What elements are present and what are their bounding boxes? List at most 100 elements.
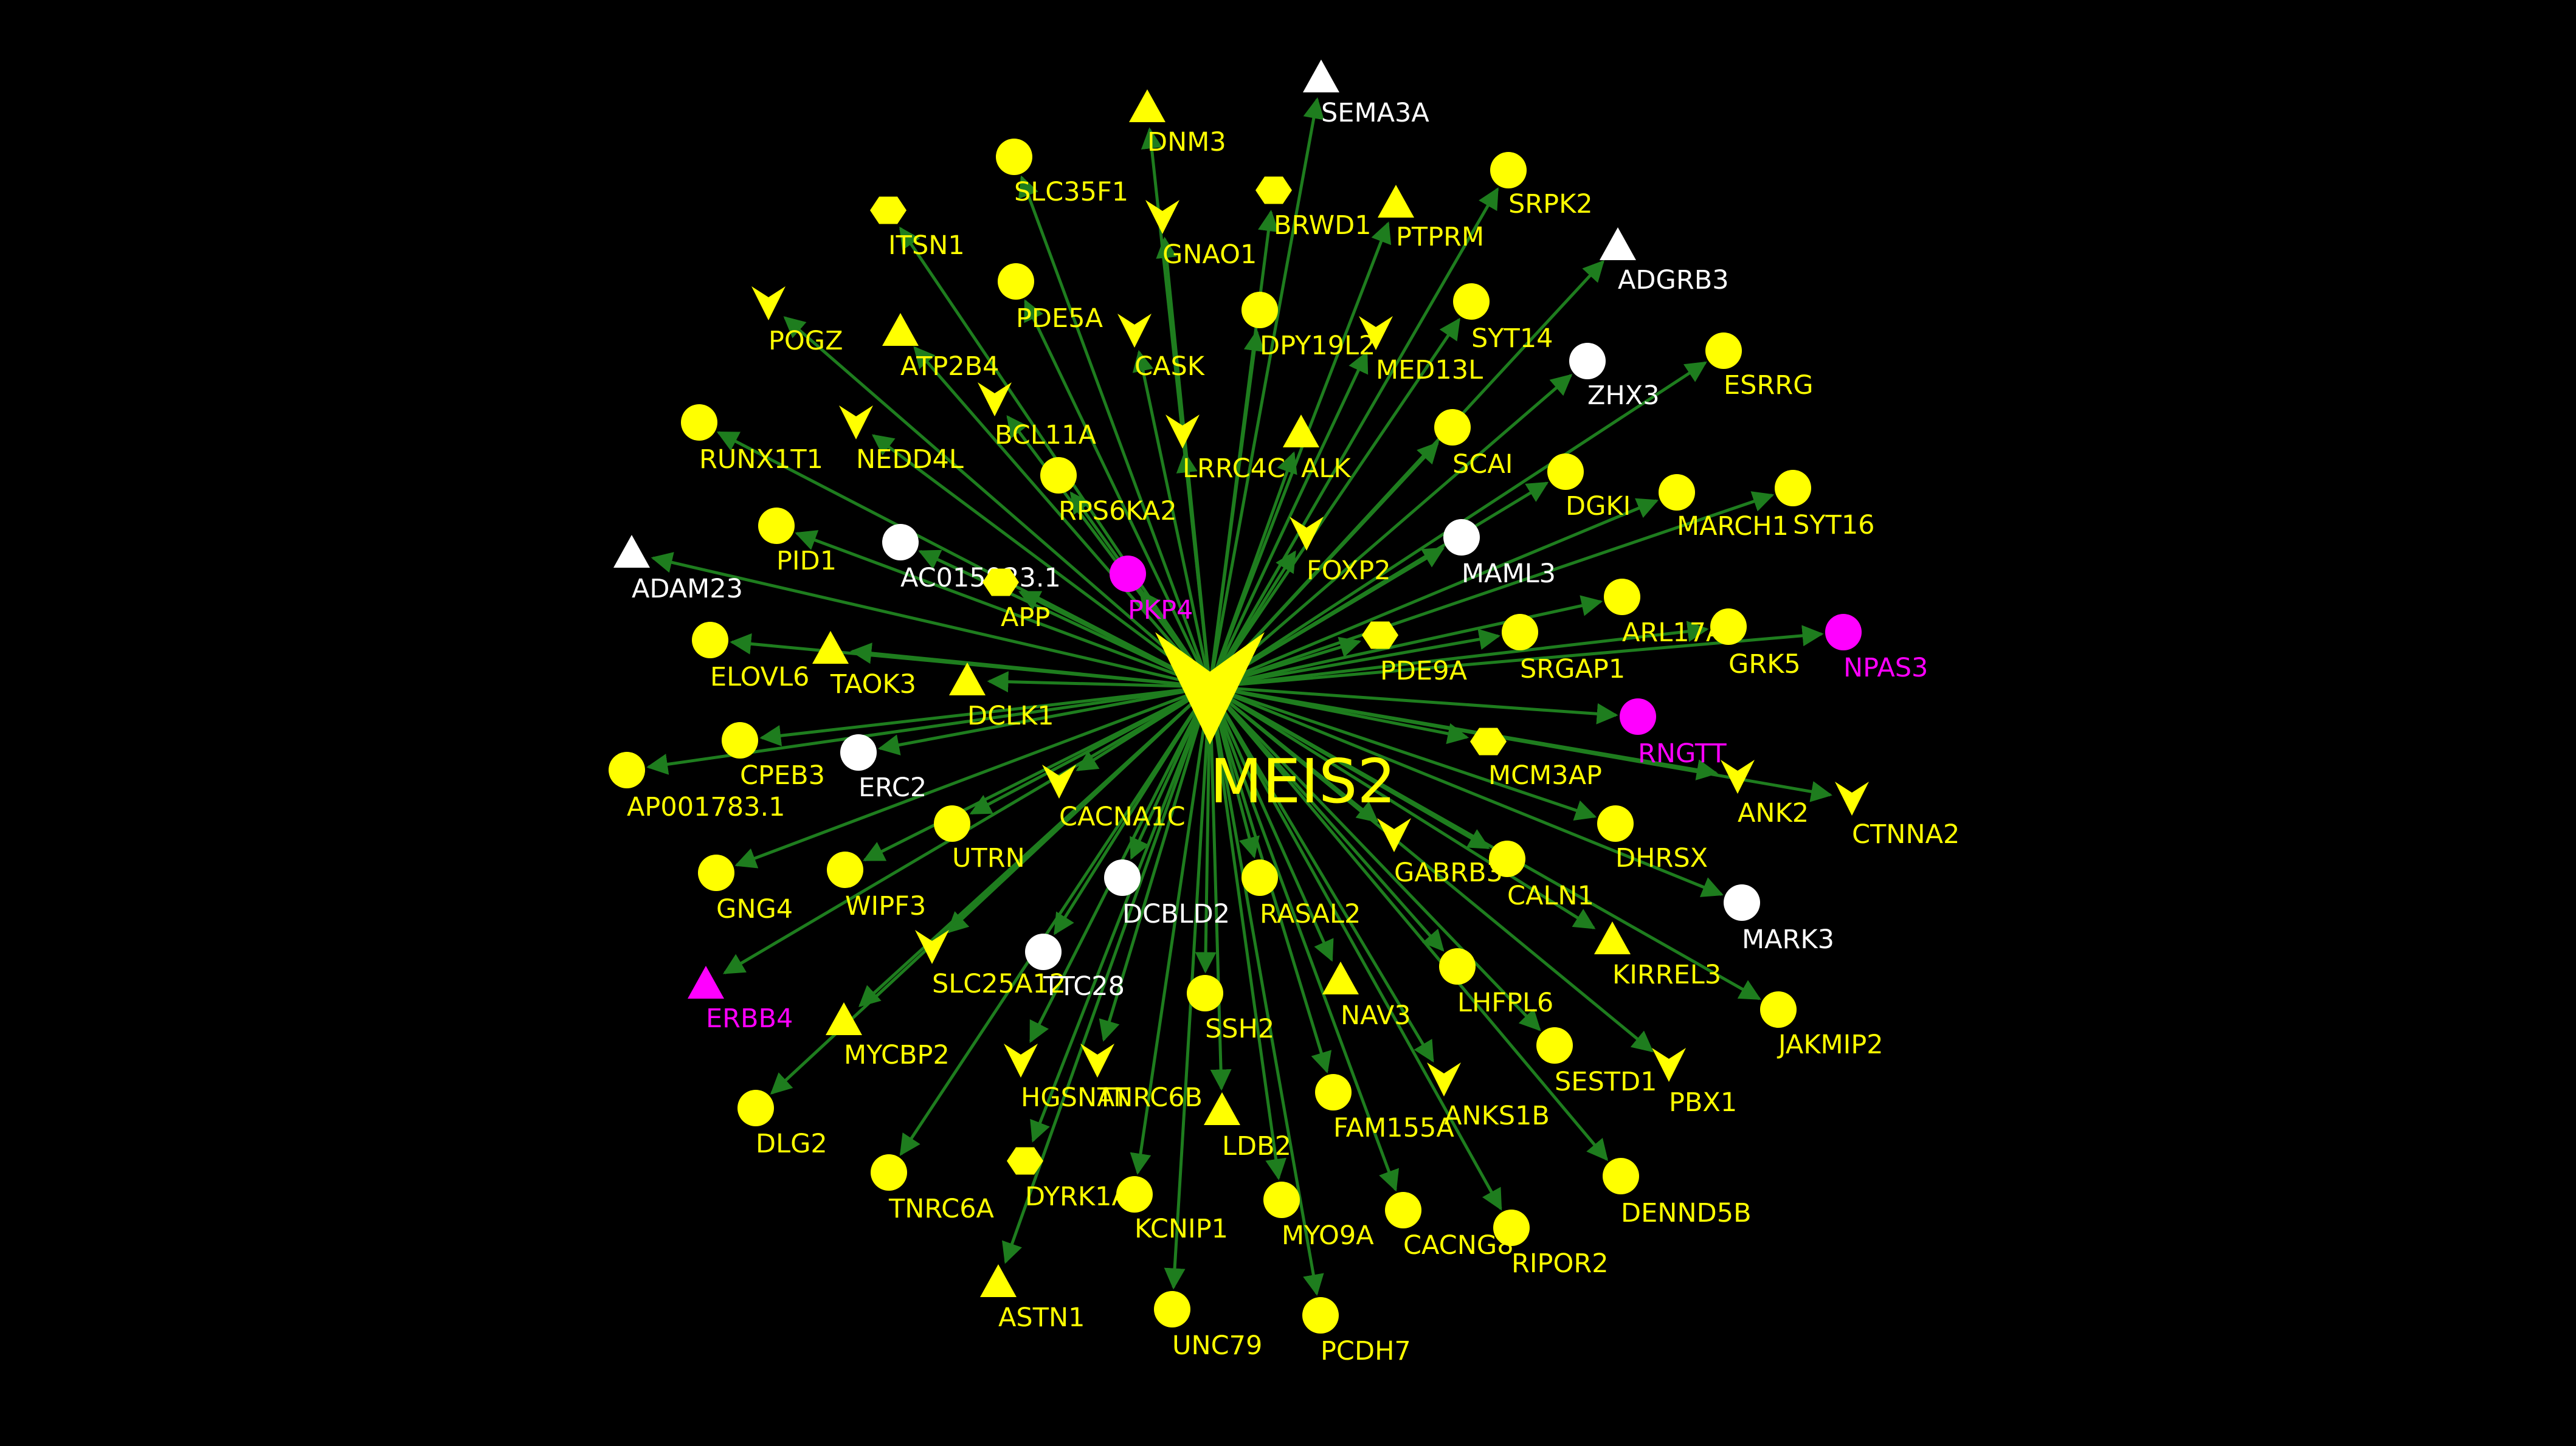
v-icon bbox=[1004, 1044, 1038, 1078]
node-grk5[interactable]: GRK5 bbox=[1710, 608, 1801, 680]
node-lhfpl6[interactable]: LHFPL6 bbox=[1439, 948, 1553, 1018]
node-adam23[interactable]: ADAM23 bbox=[613, 535, 743, 604]
triangle-icon bbox=[1594, 921, 1631, 954]
node-ssh2[interactable]: SSH2 bbox=[1187, 975, 1274, 1044]
node-dclk1[interactable]: DCLK1 bbox=[949, 663, 1054, 731]
hub-node[interactable]: MEIS2 bbox=[1155, 632, 1396, 817]
node-pde5a[interactable]: PDE5A bbox=[998, 263, 1103, 334]
node-dcbld2[interactable]: DCBLD2 bbox=[1104, 859, 1230, 929]
node-hgsnat[interactable]: HGSNAT bbox=[1004, 1044, 1129, 1113]
node-ptprm[interactable]: PTPRM bbox=[1378, 185, 1484, 252]
node-mark3[interactable]: MARK3 bbox=[1724, 884, 1834, 955]
node-rngtt[interactable]: RNGTT bbox=[1620, 698, 1727, 769]
node-kirrel3[interactable]: KIRREL3 bbox=[1594, 921, 1721, 990]
node-ank2[interactable]: ANK2 bbox=[1721, 760, 1809, 828]
node-pbx1[interactable]: PBX1 bbox=[1652, 1048, 1737, 1118]
node-bcl11a[interactable]: BCL11A bbox=[978, 382, 1096, 450]
node-med13l[interactable]: MED13L bbox=[1359, 316, 1483, 385]
node-cpeb3[interactable]: CPEB3 bbox=[722, 722, 825, 791]
node-npas3[interactable]: NPAS3 bbox=[1825, 614, 1928, 683]
node-taok3[interactable]: TAOK3 bbox=[812, 631, 916, 700]
node-dpy19l2[interactable]: DPY19L2 bbox=[1241, 292, 1375, 361]
node-pogz[interactable]: POGZ bbox=[751, 286, 843, 356]
node-srgap1[interactable]: SRGAP1 bbox=[1502, 614, 1625, 684]
node-app[interactable]: APP bbox=[982, 568, 1050, 633]
node-pde9a[interactable]: PDE9A bbox=[1362, 621, 1468, 687]
node-alk[interactable]: ALK bbox=[1283, 415, 1352, 484]
node-rps6ka2[interactable]: RPS6KA2 bbox=[1040, 457, 1177, 526]
node-mcm3ap[interactable]: MCM3AP bbox=[1470, 728, 1602, 791]
node-zhx3[interactable]: ZHX3 bbox=[1569, 343, 1660, 411]
node-gabrb3[interactable]: GABRB3 bbox=[1377, 818, 1503, 888]
node-label: DGKI bbox=[1566, 491, 1631, 522]
edge-mark3 bbox=[1209, 685, 1724, 897]
node-sestd1[interactable]: SESTD1 bbox=[1536, 1027, 1657, 1097]
node-cask[interactable]: CASK bbox=[1117, 314, 1206, 382]
node-erbb4[interactable]: ERBB4 bbox=[688, 966, 793, 1034]
circle-icon bbox=[1040, 457, 1077, 494]
node-lrrc4c[interactable]: LRRC4C bbox=[1165, 415, 1285, 484]
node-utrn[interactable]: UTRN bbox=[934, 805, 1025, 873]
node-adgrb3[interactable]: ADGRB3 bbox=[1600, 227, 1729, 295]
node-dyrk1a[interactable]: DYRK1A bbox=[1007, 1147, 1130, 1213]
node-label: SYT16 bbox=[1793, 510, 1875, 540]
node-wipf3[interactable]: WIPF3 bbox=[827, 852, 926, 921]
node-scai[interactable]: SCAI bbox=[1434, 409, 1513, 480]
node-cacna1c[interactable]: CACNA1C bbox=[1042, 765, 1186, 832]
node-caln1[interactable]: CALN1 bbox=[1489, 841, 1594, 911]
node-atp2b4[interactable]: ATP2B4 bbox=[882, 313, 1000, 382]
node-ap001783-1[interactable]: AP001783.1 bbox=[609, 752, 786, 822]
node-jakmip2[interactable]: JAKMIP2 bbox=[1760, 991, 1884, 1060]
node-pcdh7[interactable]: PCDH7 bbox=[1302, 1297, 1411, 1366]
node-nav3[interactable]: NAV3 bbox=[1322, 962, 1411, 1031]
node-fam155a[interactable]: FAM155A bbox=[1315, 1074, 1454, 1143]
node-slc25a12[interactable]: SLC25A12 bbox=[915, 930, 1066, 999]
node-dennd5b[interactable]: DENND5B bbox=[1603, 1158, 1752, 1228]
circle-icon bbox=[1760, 991, 1797, 1028]
node-brwd1[interactable]: BRWD1 bbox=[1255, 176, 1372, 241]
node-ttc28[interactable]: TTC28 bbox=[1025, 934, 1125, 1002]
node-rasal2[interactable]: RASAL2 bbox=[1241, 859, 1361, 929]
node-srpk2[interactable]: SRPK2 bbox=[1490, 152, 1593, 219]
node-maml3[interactable]: MAML3 bbox=[1443, 519, 1556, 589]
node-slc35f1[interactable]: SLC35F1 bbox=[996, 139, 1128, 207]
node-label: PKP4 bbox=[1128, 595, 1193, 625]
node-foxp2[interactable]: FOXP2 bbox=[1290, 517, 1391, 586]
node-ctnna2[interactable]: CTNNA2 bbox=[1835, 782, 1960, 850]
node-itsn1[interactable]: ITSN1 bbox=[870, 196, 965, 261]
node-syt14[interactable]: SYT14 bbox=[1453, 283, 1553, 354]
node-dlg2[interactable]: DLG2 bbox=[737, 1090, 827, 1159]
node-pid1[interactable]: PID1 bbox=[758, 508, 837, 576]
node-anks1b[interactable]: ANKS1B bbox=[1427, 1062, 1550, 1131]
node-runx1t1[interactable]: RUNX1T1 bbox=[681, 404, 823, 475]
edge-ctnna2 bbox=[1209, 685, 1832, 802]
node-elovl6[interactable]: ELOVL6 bbox=[692, 622, 809, 692]
v-icon bbox=[1427, 1062, 1461, 1097]
node-syt16[interactable]: SYT16 bbox=[1775, 470, 1875, 540]
node-dhrsx[interactable]: DHRSX bbox=[1597, 805, 1708, 873]
node-astn1[interactable]: ASTN1 bbox=[980, 1264, 1085, 1333]
node-ldb2[interactable]: LDB2 bbox=[1204, 1092, 1291, 1162]
edge-zhx3 bbox=[1209, 374, 1573, 688]
node-sema3a[interactable]: SEMA3A bbox=[1303, 60, 1429, 128]
node-ac015923-1[interactable]: AC015923.1 bbox=[882, 524, 1061, 593]
node-arl17a[interactable]: ARL17A bbox=[1604, 579, 1724, 648]
node-pkp4[interactable]: PKP4 bbox=[1110, 556, 1193, 625]
node-gnao1[interactable]: GNAO1 bbox=[1145, 200, 1257, 270]
node-label: MARCH1 bbox=[1677, 511, 1789, 542]
node-erc2[interactable]: ERC2 bbox=[840, 734, 927, 803]
node-tnrc6b[interactable]: TNRC6B bbox=[1080, 1044, 1203, 1113]
node-kcnip1[interactable]: KCNIP1 bbox=[1116, 1176, 1228, 1244]
node-nedd4l[interactable]: NEDD4L bbox=[839, 405, 964, 475]
node-dgki[interactable]: DGKI bbox=[1547, 453, 1631, 522]
node-esrrg[interactable]: ESRRG bbox=[1705, 332, 1814, 401]
node-dnm3[interactable]: DNM3 bbox=[1129, 89, 1226, 157]
edge-kcnip1 bbox=[1130, 686, 1212, 1175]
node-tnrc6a[interactable]: TNRC6A bbox=[871, 1154, 995, 1224]
node-gng4[interactable]: GNG4 bbox=[698, 855, 793, 924]
node-mycbp2[interactable]: MYCBP2 bbox=[826, 1002, 950, 1070]
node-myo9a[interactable]: MYO9A bbox=[1263, 1182, 1374, 1251]
node-ripor2[interactable]: RIPOR2 bbox=[1493, 1210, 1609, 1279]
node-march1[interactable]: MARCH1 bbox=[1659, 474, 1789, 542]
node-unc79[interactable]: UNC79 bbox=[1154, 1291, 1262, 1361]
